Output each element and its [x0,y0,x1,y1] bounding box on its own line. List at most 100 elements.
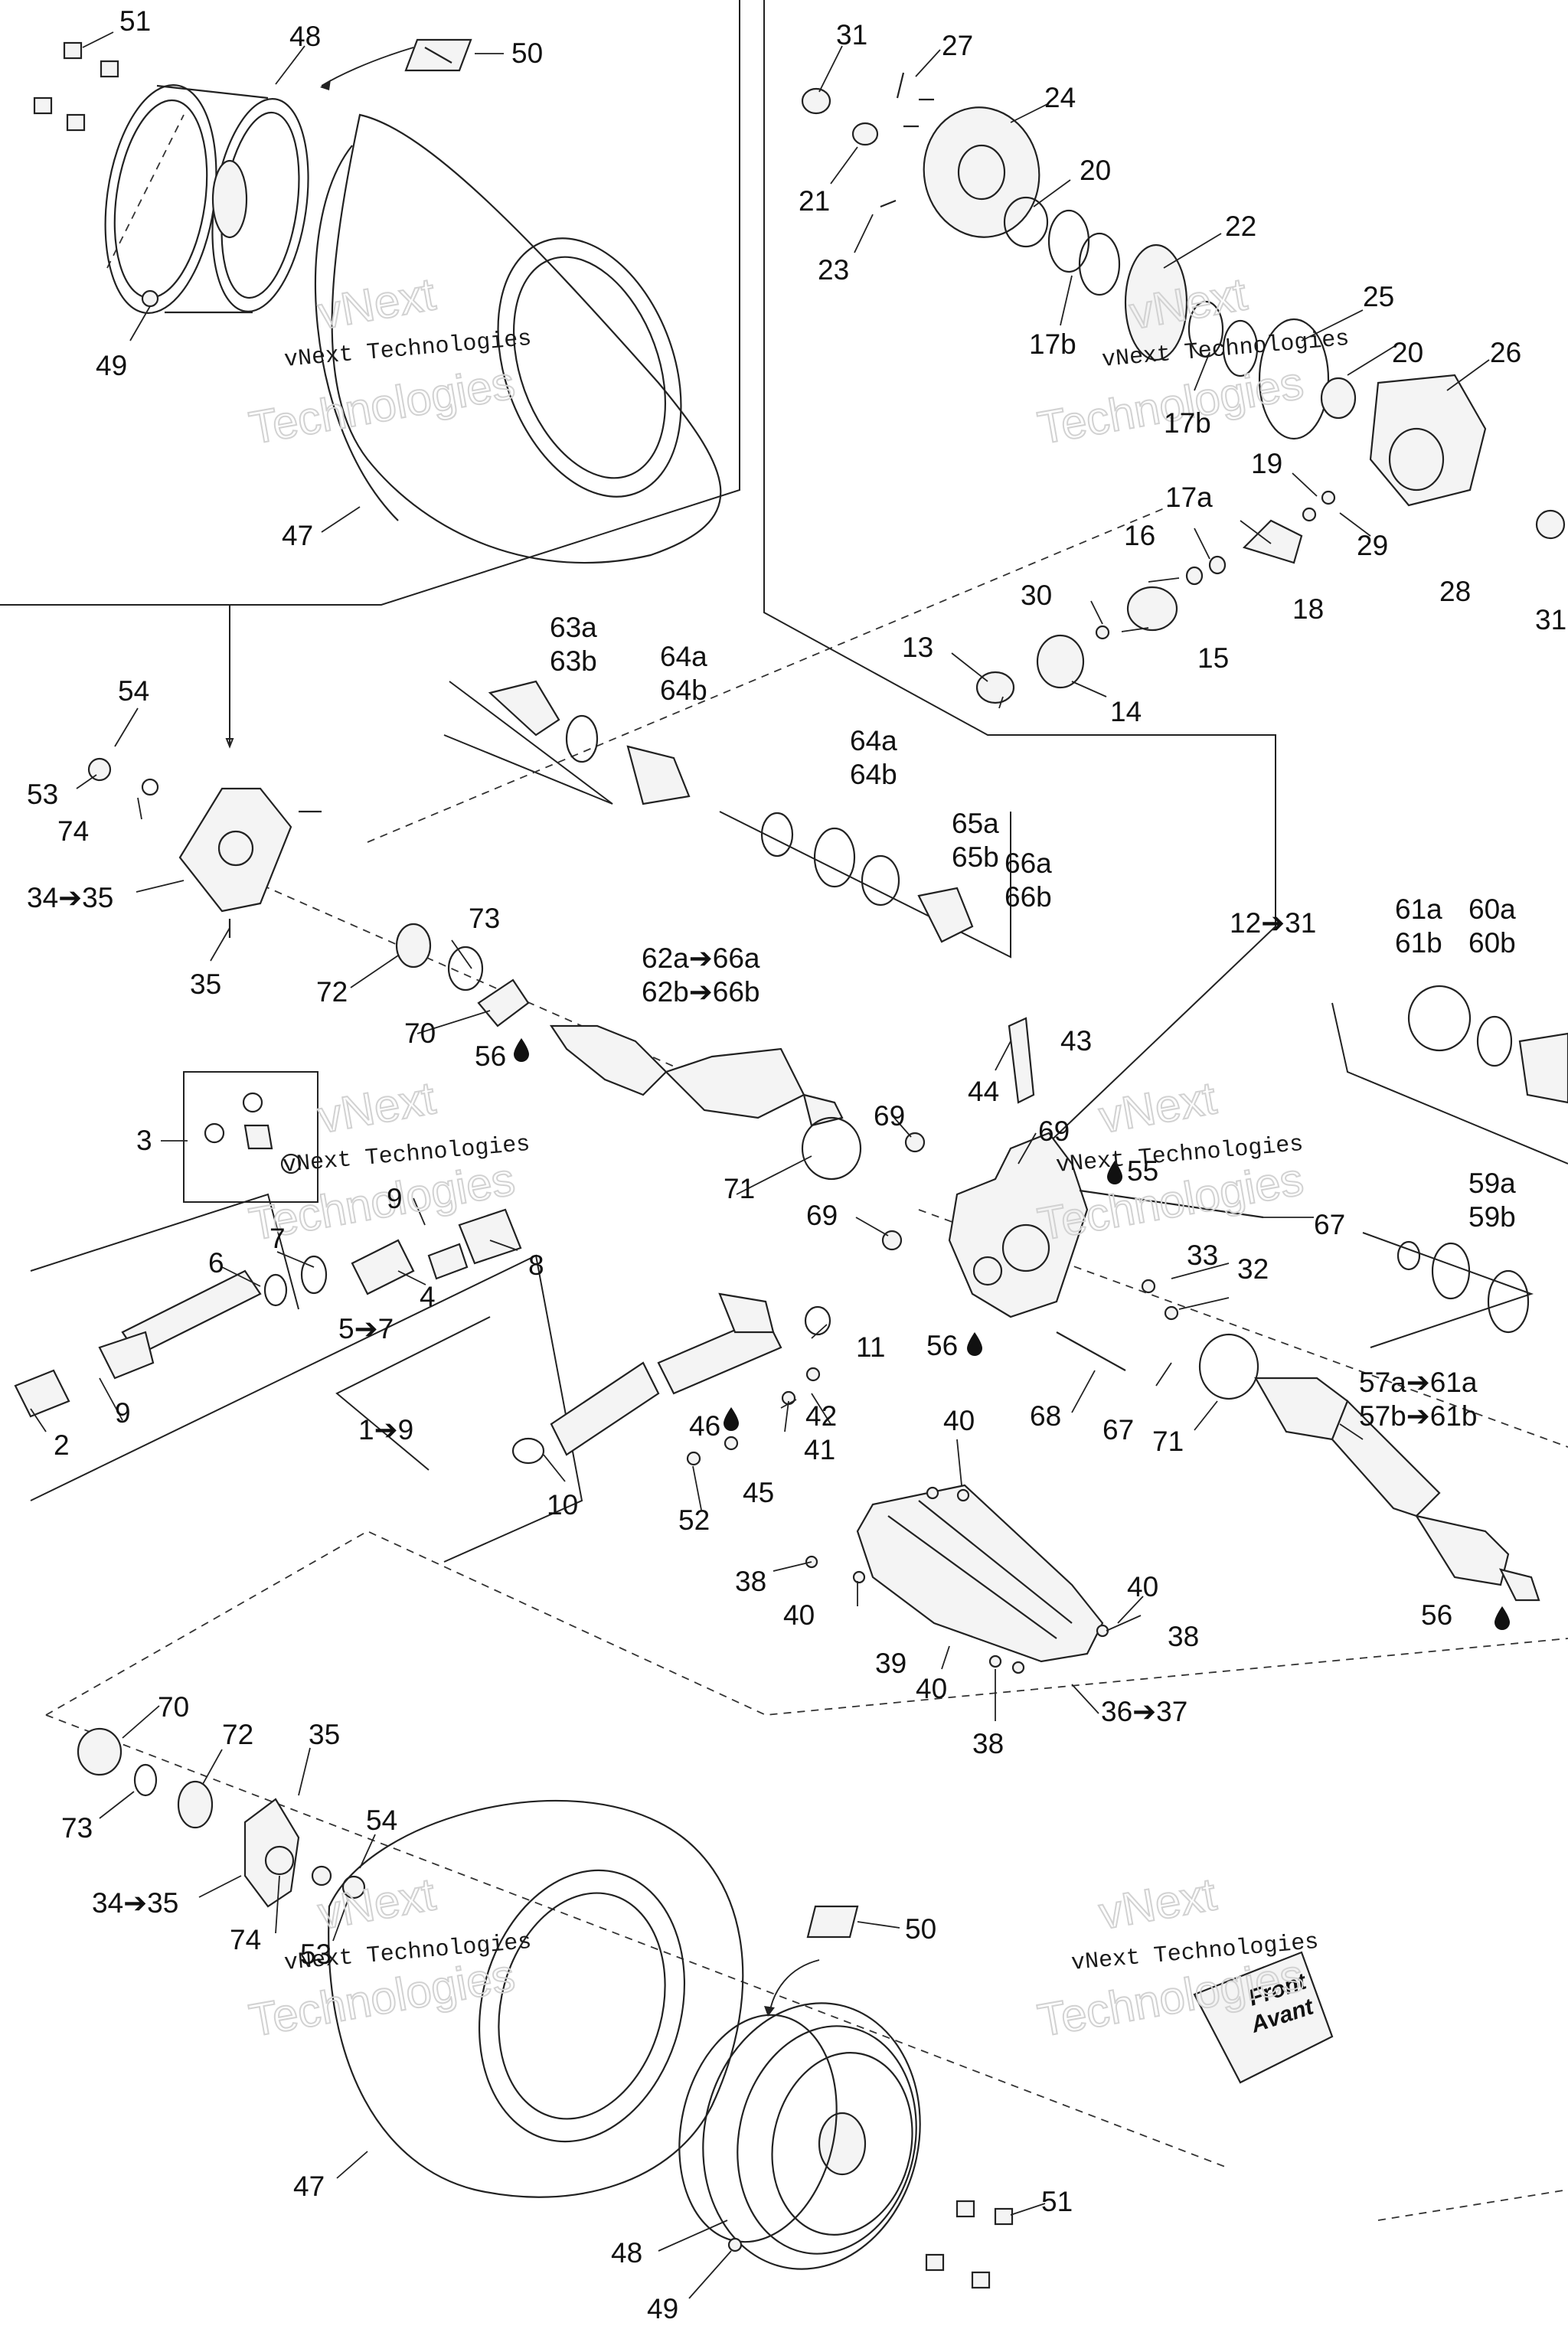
callout-40: 40 [783,1599,815,1631]
callout-11: 11 [856,1331,885,1363]
callout-9: 9 [387,1183,403,1214]
front-tire-bottom [328,1799,744,2198]
callout-40: 40 [1127,1571,1158,1602]
callout-38: 38 [735,1566,766,1597]
svg-text:vNext: vNext [315,1868,439,1939]
svg-text:vNext: vNext [1096,1072,1220,1143]
callout-20: 20 [1392,337,1423,368]
callout-20: 20 [1080,155,1111,186]
callout-12-31: 12➔31 [1230,907,1316,939]
callout-70: 70 [404,1018,436,1049]
callout-31: 31 [836,19,867,51]
callout-54: 54 [118,675,149,707]
callout-18: 18 [1292,593,1324,625]
callout-43: 43 [1060,1025,1092,1057]
svg-text:Technologies: Technologies [1034,357,1308,454]
callout-38: 38 [972,1728,1004,1759]
callout-56: 56 [1421,1599,1452,1631]
callout-2: 2 [54,1429,70,1461]
callout-57a-61a: 57a➔61a [1359,1367,1478,1398]
callout-64a: 64a [850,725,897,756]
callout-64b: 64b [660,675,707,706]
svg-text:vNext: vNext [315,268,439,339]
callout-69: 69 [1038,1116,1070,1147]
callout-28: 28 [1439,576,1471,607]
callout-36-37: 36➔37 [1101,1696,1187,1727]
callout-33: 33 [1187,1240,1218,1271]
rear-tire-top [314,113,722,564]
front-direction-badge: Front Avant [1193,1951,1334,2084]
rear-wheel-rim-top [104,84,309,314]
callout-55: 55 [1127,1155,1158,1187]
axle-shaft-right [1254,985,1568,1602]
skid-plate [805,1484,1109,1674]
driveshaft-assembly [14,1071,831,1466]
callout-9: 9 [115,1397,131,1429]
hub-bottom [77,1727,366,1908]
callout-50: 50 [905,1913,936,1945]
callout-14: 14 [1110,696,1142,727]
callout-labels: 51 48 50 49 47 31 27 24 21 20 23 22 17b … [27,5,1566,2324]
oil-drop-icon [724,1407,739,1431]
lug-nuts-bottom [727,2200,1014,2289]
gear-housing [881,1017,1264,1400]
callout-38: 38 [1168,1621,1199,1652]
callout-45: 45 [743,1477,774,1508]
callout-60b: 60b [1468,927,1516,959]
callout-17b: 17b [1164,407,1211,439]
callout-69: 69 [806,1200,838,1231]
callout-1-9: 1➔9 [358,1414,413,1446]
callout-74: 74 [230,1924,261,1955]
callout-65a: 65a [952,808,999,839]
callout-8: 8 [528,1250,544,1281]
callout-50: 50 [511,38,543,69]
callout-6: 6 [208,1247,224,1279]
callout-74: 74 [57,815,89,847]
callout-71: 71 [724,1173,755,1204]
callout-39: 39 [875,1648,906,1679]
callout-7: 7 [270,1223,286,1254]
callout-35: 35 [190,969,221,1000]
callout-67: 67 [1314,1209,1345,1240]
callout-53: 53 [300,1939,332,1970]
callout-25: 25 [1363,281,1394,312]
callout-64b: 64b [850,759,897,790]
callout-54: 54 [366,1805,397,1836]
callout-21: 21 [799,185,830,217]
callout-56: 56 [475,1040,506,1072]
leader-lines [30,31,1490,2299]
oil-drop-icon [1107,1161,1122,1184]
callout-3: 3 [136,1125,152,1156]
callout-41: 41 [804,1434,835,1465]
oil-drop-icon [1494,1606,1510,1630]
callout-23: 23 [818,254,849,286]
callout-51: 51 [1041,2186,1073,2217]
callout-30: 30 [1021,580,1052,611]
callout-60a: 60a [1468,893,1516,925]
arrow-50-top [321,47,414,87]
oil-drop-icons [514,1038,1510,1630]
callout-17a: 17a [1165,482,1213,513]
callout-72: 72 [316,976,348,1008]
driveshaft-frame [30,1254,583,1563]
callout-73: 73 [469,903,500,934]
callout-56: 56 [926,1330,958,1361]
callout-70: 70 [158,1691,189,1723]
callout-53: 53 [27,779,58,810]
callout-52: 52 [678,1504,710,1536]
callout-69: 69 [874,1100,905,1132]
watermarks: vNext Technologies vNext Technologies vN… [245,267,1351,2047]
callout-15: 15 [1197,642,1229,674]
tire-label-sticker-top [404,38,472,72]
callout-46: 46 [689,1410,720,1442]
svg-text:vNext: vNext [1096,1868,1220,1939]
wheel-section-frame [0,0,740,606]
callout-49: 49 [96,350,127,381]
front-wheel-rim-bottom [678,2002,921,2270]
callout-4: 4 [420,1281,436,1312]
callout-27: 27 [942,30,973,61]
callout-49: 49 [647,2293,678,2324]
callout-32: 32 [1237,1253,1269,1285]
